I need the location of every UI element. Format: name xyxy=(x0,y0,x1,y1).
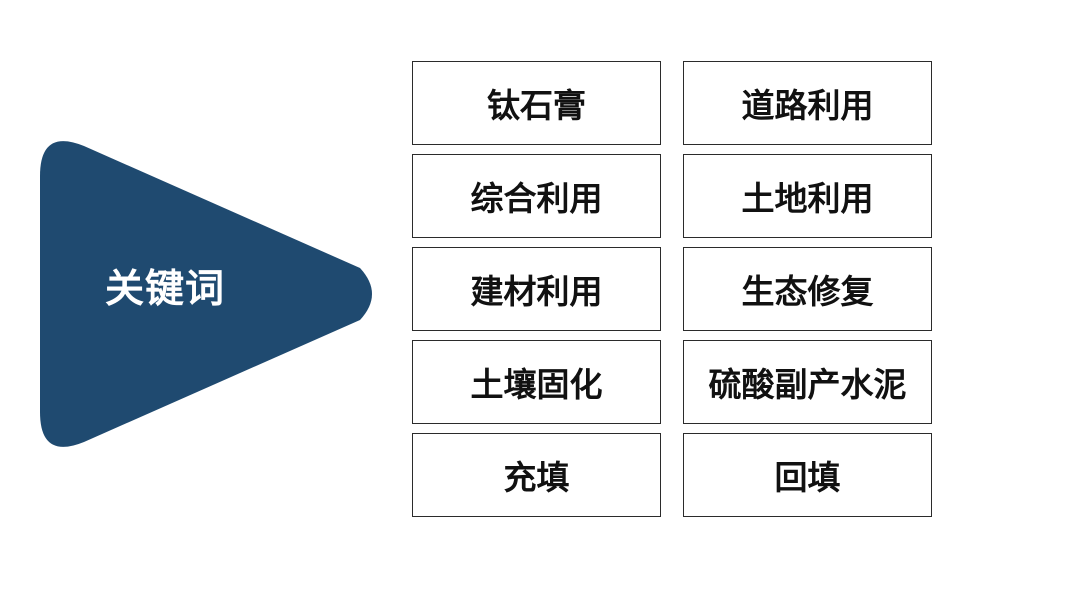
keyword-grid: 钛石膏 道路利用 综合利用 土地利用 建材利用 生态修复 土壤固化 硫酸副产水泥… xyxy=(412,61,932,517)
keyword-triangle xyxy=(38,128,384,460)
keyword-cell: 土壤固化 xyxy=(412,340,661,424)
keyword-cell: 建材利用 xyxy=(412,247,661,331)
keyword-cell: 回填 xyxy=(683,433,932,517)
keyword-cell: 土地利用 xyxy=(683,154,932,238)
keyword-cell: 综合利用 xyxy=(412,154,661,238)
keyword-cell: 充填 xyxy=(412,433,661,517)
keyword-title: 关键词 xyxy=(105,267,226,312)
triangle-shape xyxy=(40,141,372,447)
triangle-path xyxy=(40,141,372,447)
keyword-cell: 生态修复 xyxy=(683,247,932,331)
keyword-cell: 钛石膏 xyxy=(412,61,661,145)
keyword-cell: 硫酸副产水泥 xyxy=(683,340,932,424)
keyword-cell: 道路利用 xyxy=(683,61,932,145)
